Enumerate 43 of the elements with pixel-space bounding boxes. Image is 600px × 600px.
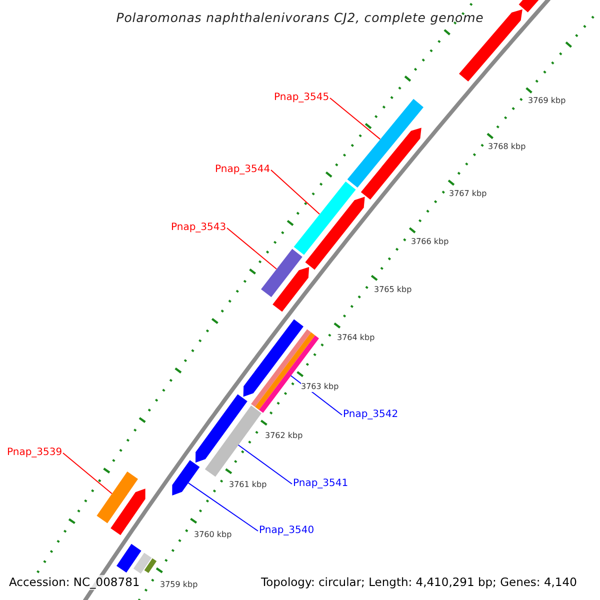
scale-label: 3767 kbp: [449, 189, 487, 199]
scale-label: 3763 kbp: [301, 382, 339, 392]
scale-label: 3764 kbp: [337, 333, 375, 343]
gene-label: Pnap_3542: [343, 408, 398, 422]
scale-label: 3761 kbp: [229, 480, 267, 490]
gene-label: Pnap_3540: [259, 524, 314, 538]
scale-label: 3759 kbp: [160, 580, 198, 590]
footer-text: Topology: circular; Length: 4,410,291 bp; Genes: 4,140: [261, 574, 577, 590]
gene-feature: [360, 128, 422, 200]
leader-line: [270, 170, 320, 215]
scale-label: 3768 kbp: [488, 142, 526, 152]
leader-line: [330, 98, 381, 140]
gene-feature: [294, 182, 356, 255]
gene-label: Pnap_3539: [7, 446, 62, 460]
leader-line: [238, 444, 292, 484]
scale-label: 3769 kbp: [528, 96, 566, 106]
gene-feature: [172, 460, 200, 496]
leader-line: [188, 482, 258, 532]
leader-line: [62, 452, 112, 494]
gene-feature: [305, 196, 365, 270]
gene-feature: [110, 488, 146, 536]
scale-label: 3766 kbp: [411, 237, 449, 247]
gene-feature: [96, 472, 138, 524]
footer-text: Accession: NC_008781: [9, 574, 140, 590]
gene-feature: [261, 248, 302, 298]
gene-feature: [251, 329, 319, 413]
scale-label: 3762 kbp: [265, 431, 303, 441]
gene-feature: [196, 394, 248, 463]
scale-label: 3760 kbp: [194, 530, 232, 540]
gene-label: Pnap_3543: [171, 221, 226, 235]
gene-feature: [347, 98, 424, 188]
gene-label: Pnap_3545: [274, 91, 330, 105]
gene-feature: [133, 552, 152, 574]
gene-feature: [272, 267, 310, 312]
gene-feature: [243, 319, 304, 397]
gene-feature: [144, 558, 157, 573]
gene-feature: [116, 544, 142, 573]
gene-feature: [204, 406, 262, 477]
leader-line: [226, 228, 278, 270]
gene-label: Pnap_3544: [215, 163, 270, 177]
gene-label: Pnap_3541: [293, 477, 348, 491]
scale-label: 3765 kbp: [374, 285, 412, 295]
title: Polaromonas naphthalenivorans CJ2, complete genome: [115, 10, 485, 25]
